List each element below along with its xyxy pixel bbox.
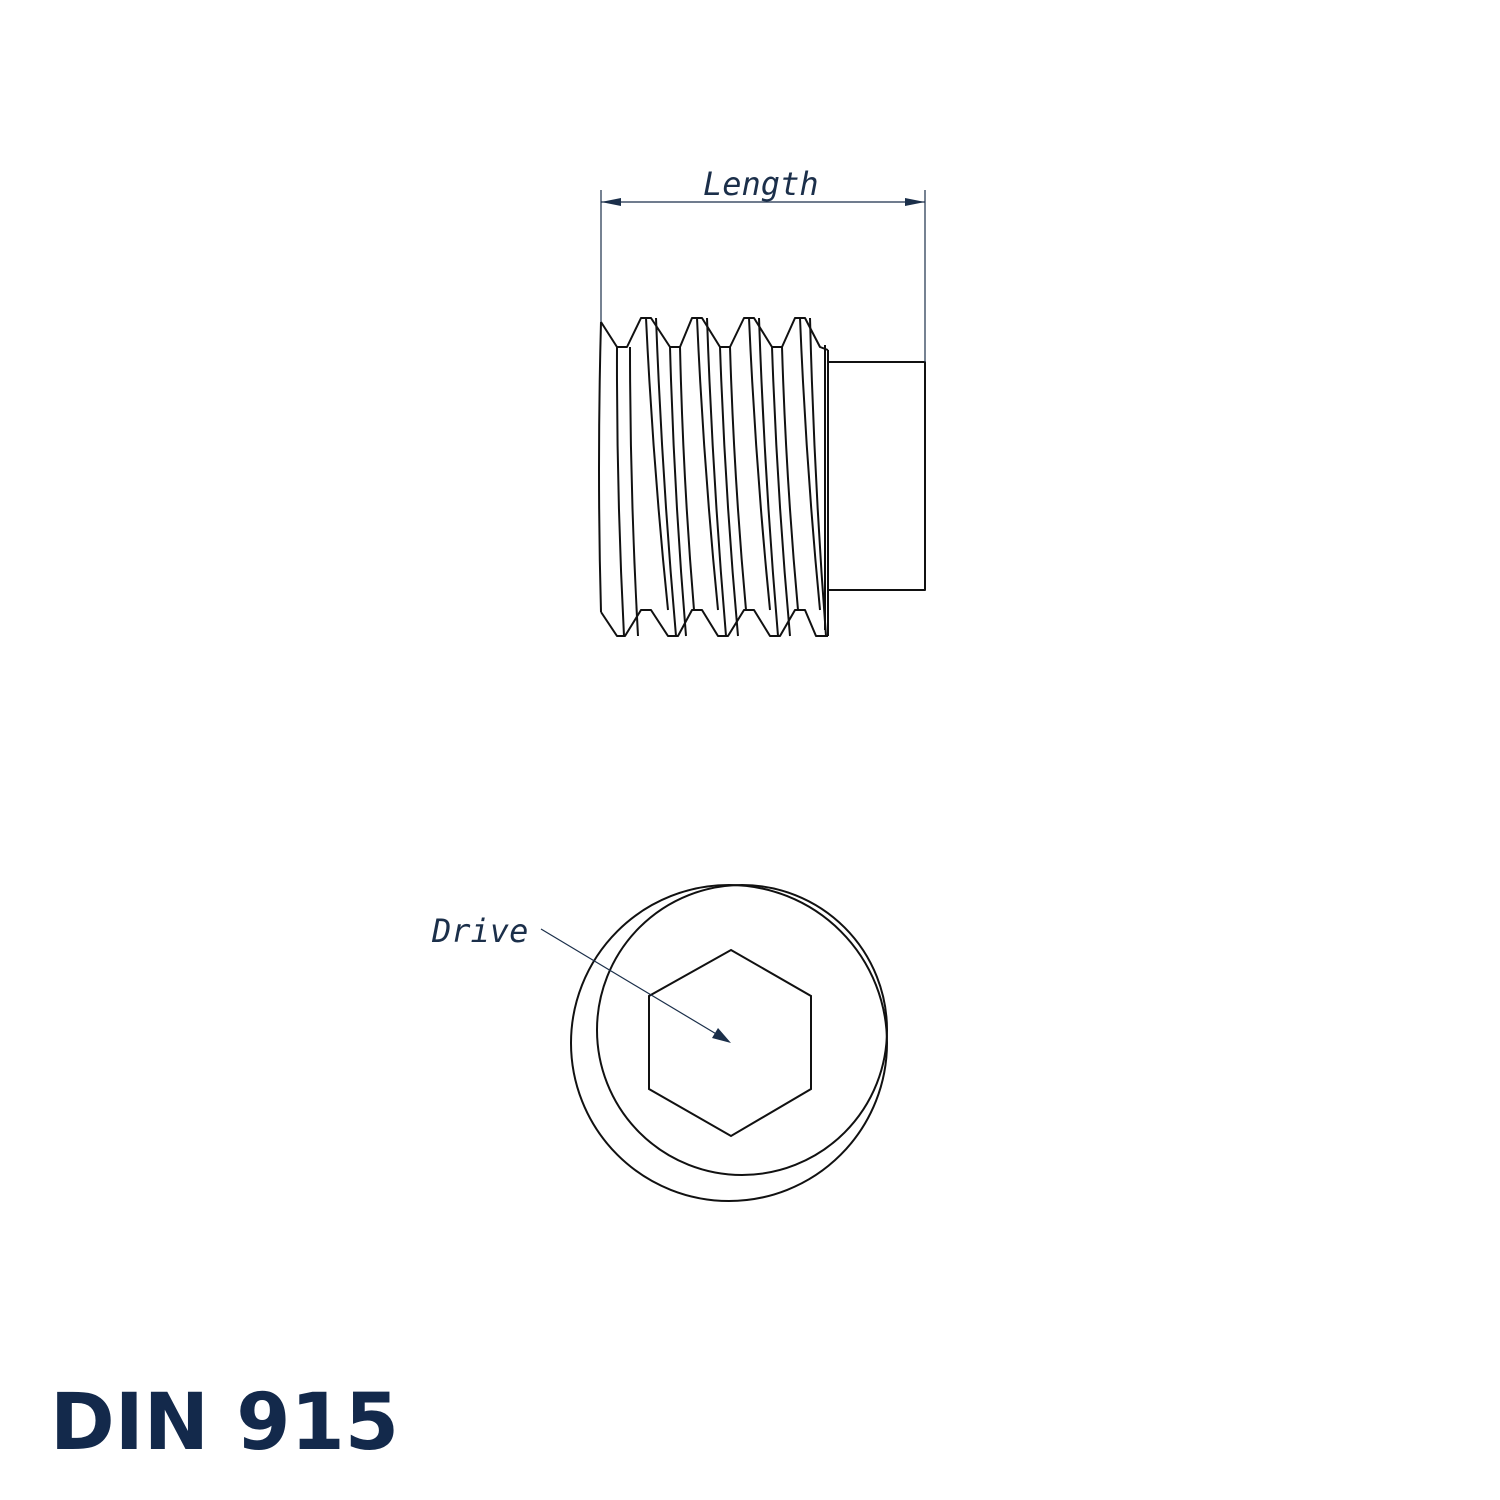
drive-label: Drive bbox=[432, 912, 529, 950]
thread-helix-line-7 bbox=[706, 317, 727, 637]
drive-leader-line bbox=[540, 928, 719, 1036]
thread-helix-line-10 bbox=[748, 317, 771, 611]
thread-helix-line-4 bbox=[669, 346, 687, 637]
drive-leader-arrowhead bbox=[712, 1028, 731, 1043]
thread-helix-line-0 bbox=[615, 346, 625, 637]
thread-helix-line-2 bbox=[645, 317, 669, 611]
thread-left-face bbox=[598, 321, 602, 613]
inner-face-circle bbox=[596, 884, 888, 1176]
screw-side-view bbox=[598, 317, 926, 637]
drive-leader bbox=[540, 928, 731, 1043]
thread-helix-line-12 bbox=[771, 346, 791, 637]
thread-helix-line-15 bbox=[809, 317, 827, 637]
thread-helix-line-9 bbox=[729, 346, 747, 611]
hex-socket bbox=[648, 948, 812, 1138]
thread-helix-line-13 bbox=[781, 346, 799, 611]
length-dimension bbox=[600, 190, 926, 362]
length-arrowhead-left bbox=[601, 198, 621, 206]
thread-helix-line-3 bbox=[655, 317, 677, 637]
thread-bottom-profile bbox=[600, 609, 828, 637]
thread-top-profile bbox=[600, 317, 829, 351]
thread-helix-line-5 bbox=[679, 346, 695, 611]
thread-helix-line-14 bbox=[799, 317, 821, 611]
length-label: Length bbox=[703, 165, 819, 203]
length-arrowhead-right bbox=[905, 198, 925, 206]
outer-thread-circle bbox=[570, 884, 888, 1202]
thread-helix-line-6 bbox=[696, 317, 719, 611]
thread-helix-line-8 bbox=[719, 346, 739, 637]
thread-helix-line-1 bbox=[629, 346, 639, 637]
standard-title: DIN 915 bbox=[50, 1378, 400, 1468]
screw-end-view bbox=[570, 884, 888, 1202]
dog-point-end bbox=[827, 361, 926, 591]
thread-helix-line-11 bbox=[758, 317, 779, 637]
